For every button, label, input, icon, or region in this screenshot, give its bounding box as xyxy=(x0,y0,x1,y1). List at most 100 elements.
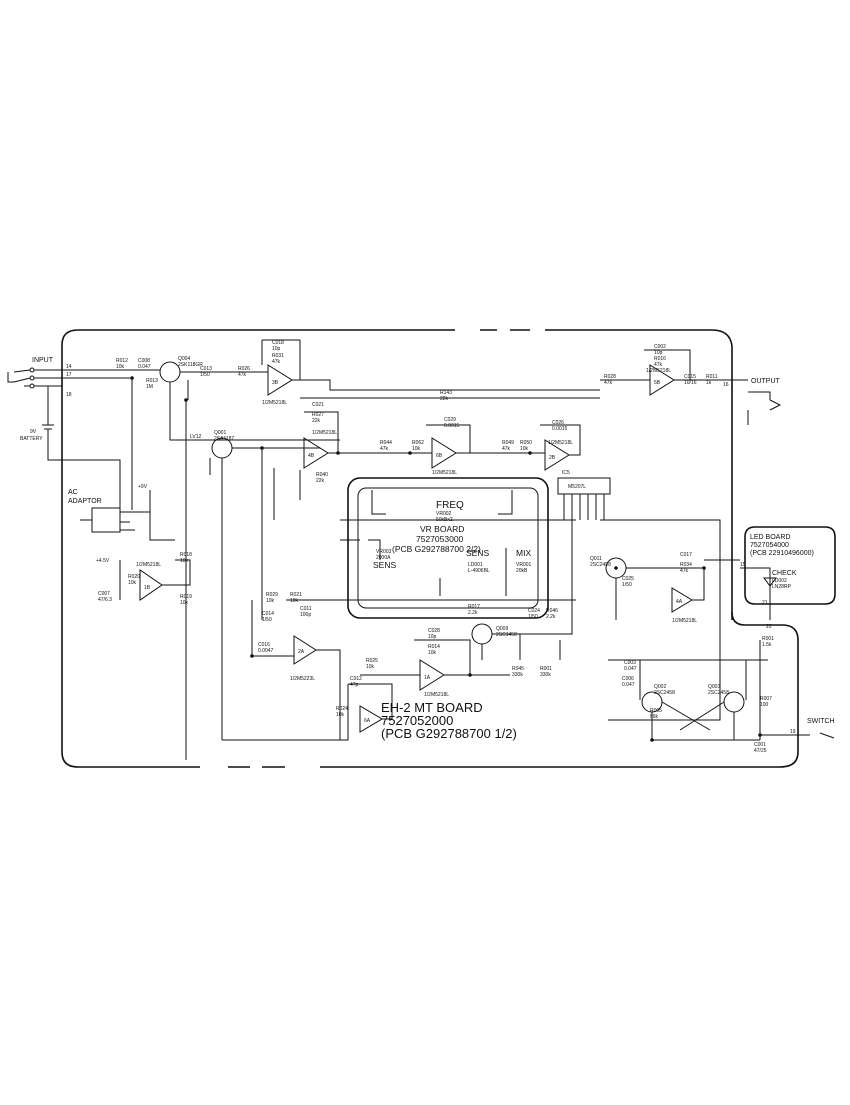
svg-text:47k: 47k xyxy=(238,372,247,378)
ic4a-opamp: 4A 1/2M5218L C017 R034 47k xyxy=(662,552,740,624)
svg-text:100p: 100p xyxy=(300,612,311,618)
svg-text:R027: R027 xyxy=(312,412,324,418)
svg-text:9V: 9V xyxy=(30,429,37,435)
r143-line: R143 22k xyxy=(300,390,600,402)
svg-text:7527054000: 7527054000 xyxy=(750,542,789,549)
svg-text:2A: 2A xyxy=(298,649,305,655)
svg-text:1/2M5218L: 1/2M5218L xyxy=(262,400,287,406)
svg-text:10k: 10k xyxy=(116,364,125,370)
svg-text:7527053000: 7527053000 xyxy=(416,534,464,544)
svg-text:C024: C024 xyxy=(528,608,540,614)
svg-text:C011: C011 xyxy=(300,606,312,612)
svg-text:1M: 1M xyxy=(146,384,153,390)
svg-text:LD001: LD001 xyxy=(468,562,483,568)
svg-text:(PCB G292788700 1/2): (PCB G292788700 1/2) xyxy=(381,726,517,741)
svg-text:C003: C003 xyxy=(624,660,636,666)
svg-text:C008: C008 xyxy=(138,358,150,364)
svg-text:R046: R046 xyxy=(546,608,558,614)
svg-text:Q011: Q011 xyxy=(590,556,602,562)
ic6b-opamp: 6B 1/2M5218L R044 47k C029 0.0015 R062 1… xyxy=(380,417,530,476)
svg-text:0.047: 0.047 xyxy=(138,364,151,370)
svg-text:22k: 22k xyxy=(440,396,449,402)
svg-text:10k: 10k xyxy=(180,600,189,606)
svg-text:14: 14 xyxy=(66,364,72,370)
svg-text:10k: 10k xyxy=(266,598,275,604)
q011-transistor: Q011 2SC2458 C025 1/50 xyxy=(590,556,662,620)
svg-text:R026: R026 xyxy=(238,366,250,372)
svg-text:1/50: 1/50 xyxy=(622,582,632,588)
svg-text:L-4906BL: L-4906BL xyxy=(468,568,490,574)
svg-text:10k: 10k xyxy=(366,664,375,670)
svg-text:VR002: VR002 xyxy=(436,511,452,517)
q009-transistor: Q009 2SC1458 R017 2.2k C024 1/50 R046 2.… xyxy=(468,500,573,678)
svg-text:R014: R014 xyxy=(428,644,440,650)
svg-text:R011: R011 xyxy=(706,374,718,380)
svg-text:MIX: MIX xyxy=(516,548,531,558)
svg-text:4A: 4A xyxy=(676,599,683,605)
svg-text:10k: 10k xyxy=(180,558,189,564)
svg-text:R007: R007 xyxy=(760,696,772,702)
svg-text:18: 18 xyxy=(66,392,72,398)
svg-text:6B: 6B xyxy=(436,453,443,459)
svg-text:OUTPUT: OUTPUT xyxy=(751,378,781,385)
svg-text:SENS: SENS xyxy=(466,548,489,558)
svg-text:1/50: 1/50 xyxy=(200,372,210,378)
ic1a-opamp: 1A 1/2M5218L C028 10p R014 10k xyxy=(360,628,510,698)
svg-text:2SK118GR: 2SK118GR xyxy=(178,362,203,368)
svg-text:C015: C015 xyxy=(684,374,696,380)
svg-text:2SC1458: 2SC1458 xyxy=(496,632,517,638)
svg-text:R050: R050 xyxy=(520,440,532,446)
svg-text:LED BOARD: LED BOARD xyxy=(750,534,790,541)
svg-text:R040: R040 xyxy=(316,472,328,478)
svg-text:R012: R012 xyxy=(116,358,128,364)
svg-text:15: 15 xyxy=(740,562,746,568)
svg-text:4B: 4B xyxy=(308,453,315,459)
svg-text:1k: 1k xyxy=(706,380,712,386)
svg-text:19: 19 xyxy=(790,729,796,735)
led-board: LED BOARD 7527054000 (PCB 22910496000) C… xyxy=(740,526,836,620)
svg-text:47/25: 47/25 xyxy=(754,748,767,754)
svg-text:C014: C014 xyxy=(262,611,274,617)
svg-text:1/2M5218L: 1/2M5218L xyxy=(646,368,671,374)
svg-text:16: 16 xyxy=(723,382,729,388)
svg-text:C002: C002 xyxy=(654,344,666,350)
svg-text:2SC2458: 2SC2458 xyxy=(590,562,611,568)
ac-adaptor: AC ADAPTOR +9V xyxy=(68,484,175,541)
svg-text:+9V: +9V xyxy=(138,484,148,490)
svg-text:47p: 47p xyxy=(350,682,359,688)
svg-text:10k: 10k xyxy=(290,598,299,604)
main-board-label: EH-2 MT BOARD 7527052000 (PCB G292788700… xyxy=(381,700,517,741)
svg-text:Q001: Q001 xyxy=(214,430,226,436)
svg-text:BATTERY: BATTERY xyxy=(20,436,43,442)
svg-text:SWITCH: SWITCH xyxy=(807,718,835,725)
svg-text:C006: C006 xyxy=(622,676,634,682)
vr-board-labels: FREQ VR002 50kBx2 VR BOARD 7527053000 (P… xyxy=(368,490,532,596)
svg-text:1/2M5218L: 1/2M5218L xyxy=(424,692,449,698)
svg-text:(PCB 22910496000): (PCB 22910496000) xyxy=(750,550,814,557)
svg-text:AC: AC xyxy=(68,489,78,496)
ic2a-opamp: 2A 1/2M5223L R029 10k R021 10k C014 1/50… xyxy=(251,592,360,740)
svg-text:R024: R024 xyxy=(336,706,348,712)
svg-text:10p: 10p xyxy=(272,346,281,352)
ic2b-opamp: 2B 1/2M5218L R049 47k R050 10k C026 0.00… xyxy=(502,420,581,471)
svg-text:1/50: 1/50 xyxy=(262,617,272,623)
svg-text:10k: 10k xyxy=(128,580,137,586)
output-jack: OUTPUT xyxy=(747,378,782,425)
svg-text:FREQ: FREQ xyxy=(436,500,464,511)
ic3b-opamp: 3B 1/2M5218L C018 10p R031 47k xyxy=(261,339,600,406)
svg-text:C026: C026 xyxy=(552,420,564,426)
svg-text:1/2M5218L: 1/2M5218L xyxy=(672,618,697,624)
svg-text:Q002: Q002 xyxy=(654,684,666,690)
svg-text:0.0015: 0.0015 xyxy=(444,423,460,429)
svg-text:10p: 10p xyxy=(654,350,663,356)
svg-text:VR BOARD: VR BOARD xyxy=(420,524,464,534)
svg-text:47k: 47k xyxy=(272,359,281,365)
svg-text:Q009: Q009 xyxy=(496,626,508,632)
svg-text:+4.5V: +4.5V xyxy=(96,558,110,564)
svg-text:C007: C007 xyxy=(98,591,110,597)
svg-text:R034: R034 xyxy=(680,562,692,568)
svg-text:0.0047: 0.0047 xyxy=(258,648,274,654)
svg-text:22k: 22k xyxy=(312,418,321,424)
svg-text:R016: R016 xyxy=(654,356,666,362)
